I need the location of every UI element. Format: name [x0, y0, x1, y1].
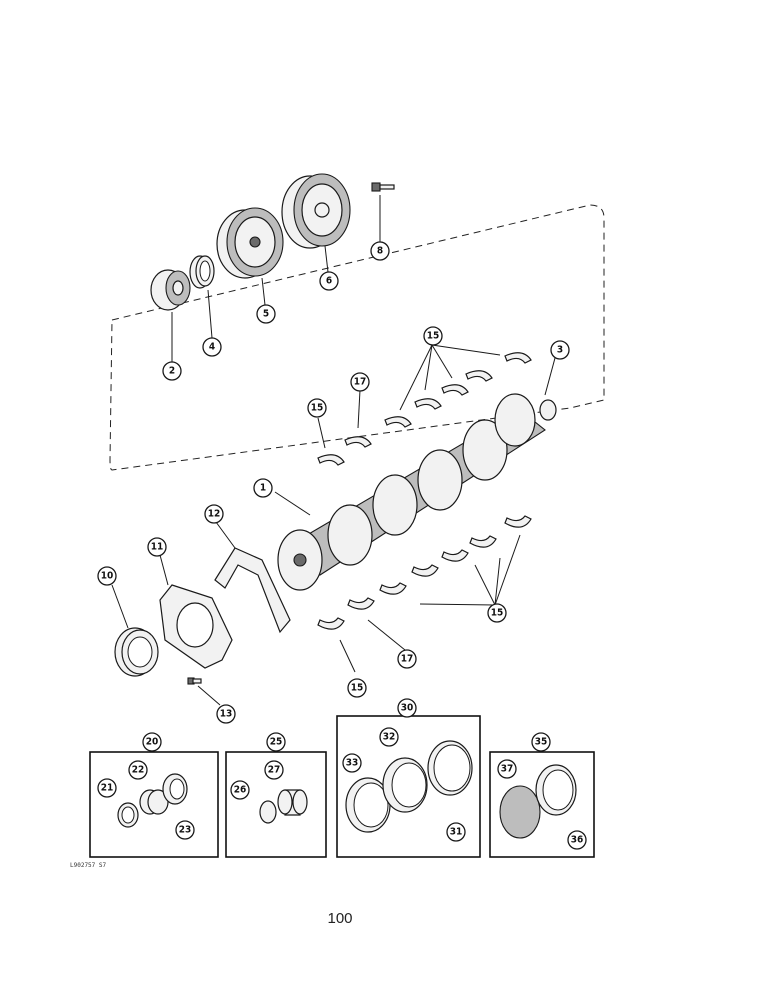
callout-11: 11 — [147, 537, 167, 557]
svg-text:32: 32 — [383, 732, 396, 743]
crankshaft — [277, 393, 557, 591]
kit-25-parts — [259, 789, 308, 824]
svg-text:5: 5 — [263, 309, 269, 320]
svg-text:36: 36 — [571, 835, 584, 846]
callout-15-lower-right: 15 — [487, 603, 507, 623]
callout-15-upper-right: 15 — [423, 326, 443, 346]
svg-text:27: 27 — [268, 765, 281, 776]
callout-2: 2 — [162, 361, 182, 381]
kit-20-parts — [117, 773, 188, 828]
svg-text:31: 31 — [450, 827, 463, 838]
callout-15-upper-left: 15 — [307, 398, 327, 418]
callout-27: 27 — [264, 760, 284, 780]
callout-21: 21 — [97, 778, 117, 798]
callout-33: 33 — [342, 753, 362, 773]
svg-text:15: 15 — [351, 683, 364, 694]
svg-text:13: 13 — [220, 709, 233, 720]
svg-text:17: 17 — [401, 654, 414, 665]
rear-oil-seal — [114, 627, 159, 677]
page-number: 100 — [327, 910, 353, 927]
callout-22: 22 — [128, 760, 148, 780]
damper-bolt — [371, 182, 395, 192]
callout-23: 23 — [175, 820, 195, 840]
callout-26: 26 — [230, 780, 250, 800]
kit-30-parts — [345, 740, 473, 833]
callout-31: 31 — [446, 822, 466, 842]
svg-text:8: 8 — [377, 246, 383, 257]
callout-1: 1 — [253, 478, 273, 498]
kit-box-20 — [89, 751, 219, 858]
svg-text:33: 33 — [346, 758, 359, 769]
crank-gear — [150, 269, 191, 311]
callout-6: 6 — [319, 271, 339, 291]
svg-text:4: 4 — [209, 342, 215, 353]
upper-bearing-shells — [317, 352, 532, 466]
callout-4: 4 — [202, 337, 222, 357]
rear-seal-housing — [159, 584, 233, 669]
kit-box-35 — [489, 751, 595, 858]
svg-text:15: 15 — [311, 403, 324, 414]
svg-text:17: 17 — [354, 377, 367, 388]
lower-bearing-shells — [317, 515, 532, 630]
callout-17-upper: 17 — [350, 372, 370, 392]
callout-5: 5 — [256, 304, 276, 324]
kit-box-25 — [225, 751, 327, 858]
housing-bolt — [187, 677, 202, 685]
svg-text:22: 22 — [132, 765, 145, 776]
svg-text:15: 15 — [491, 608, 504, 619]
svg-text:2: 2 — [169, 366, 175, 377]
figure-reference-code: L902757 S7 — [70, 862, 107, 869]
leader-lines — [111, 195, 556, 706]
svg-text:3: 3 — [557, 345, 563, 356]
svg-text:37: 37 — [501, 764, 514, 775]
svg-text:12: 12 — [208, 509, 221, 520]
callout-10: 10 — [97, 566, 117, 586]
crankshaft-pulley — [216, 207, 284, 279]
callout-35: 35 — [531, 732, 551, 752]
svg-text:21: 21 — [101, 783, 114, 794]
svg-text:10: 10 — [101, 571, 114, 582]
callout-36: 36 — [567, 830, 587, 850]
callout-25: 25 — [266, 732, 286, 752]
svg-text:35: 35 — [535, 737, 548, 748]
callout-17-lower: 17 — [397, 649, 417, 669]
callout-32: 32 — [379, 727, 399, 747]
callout-8: 8 — [370, 241, 390, 261]
svg-text:20: 20 — [146, 737, 159, 748]
vibration-damper — [281, 173, 351, 249]
callout-3: 3 — [550, 340, 570, 360]
svg-text:6: 6 — [326, 276, 332, 287]
kit-35-parts — [499, 764, 577, 839]
svg-text:1: 1 — [260, 483, 266, 494]
svg-text:26: 26 — [234, 785, 247, 796]
callout-12: 12 — [204, 504, 224, 524]
callout-13: 13 — [216, 704, 236, 724]
spacer-ring — [189, 255, 215, 289]
svg-text:30: 30 — [401, 703, 414, 714]
callout-20: 20 — [142, 732, 162, 752]
svg-text:23: 23 — [179, 825, 192, 836]
callout-15-lower-left: 15 — [347, 678, 367, 698]
callout-30: 30 — [397, 698, 417, 718]
callout-37: 37 — [497, 759, 517, 779]
rear-cover-gasket — [214, 547, 291, 634]
svg-text:15: 15 — [427, 331, 440, 342]
front-group-dashed-outline — [109, 204, 605, 471]
svg-text:11: 11 — [151, 542, 164, 553]
svg-text:25: 25 — [270, 737, 283, 748]
